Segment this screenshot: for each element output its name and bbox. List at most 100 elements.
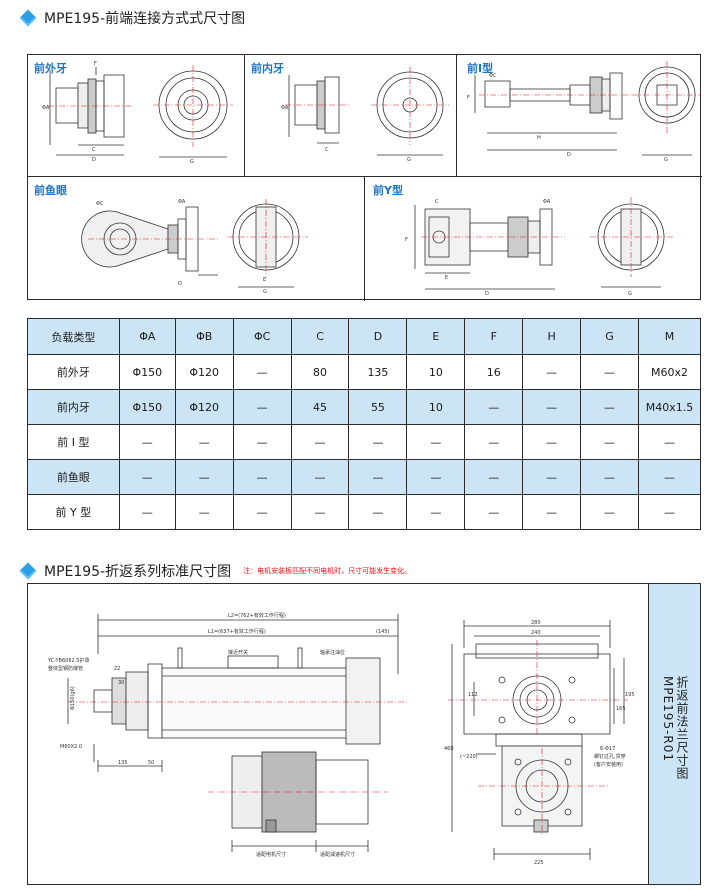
table-header-cell: M: [637, 318, 702, 355]
table-cell: 10: [406, 354, 466, 390]
diamond-icon: [19, 9, 37, 27]
table-header-cell: 负载类型: [27, 318, 120, 355]
dim-m60: M60X2.0: [60, 744, 82, 750]
table-cell: Φ150: [118, 389, 176, 425]
dim-f: F: [467, 95, 470, 101]
table-cell: —: [580, 459, 639, 495]
dim-c: C: [325, 147, 329, 153]
table-cell: —: [637, 494, 702, 530]
table-header-cell: ΦC: [232, 318, 292, 355]
table-cell: 前外牙: [27, 354, 120, 390]
proximity-switch-label: 接近开关: [228, 649, 248, 656]
dim-f: F: [94, 61, 97, 67]
table-cell: —: [522, 389, 582, 425]
table-cell: —: [406, 459, 466, 495]
table-cell: —: [580, 389, 639, 425]
dim-d: D: [92, 157, 96, 163]
panel-label: 前外牙: [34, 62, 67, 75]
spec-table: 负载类型 ΦA ΦB ΦC C D E F H G M 前外牙 Φ150 Φ12…: [27, 318, 702, 530]
dim-e: E: [263, 277, 266, 283]
diamond-icon: [19, 562, 37, 580]
table-cell: —: [637, 424, 702, 460]
fold-back-drawing: L2=(762+有效工作行程) L1=(637+有效工作行程) (145) 接近…: [27, 583, 701, 885]
table-cell: —: [637, 459, 702, 495]
dim-c: ΦC: [96, 201, 104, 207]
table-cell: —: [118, 424, 176, 460]
dim-d: D: [178, 281, 182, 287]
table-row: 前内牙 Φ150 Φ120 — 45 55 10 — — — M40x1.5: [27, 389, 702, 425]
section-title-text: MPE195-折返系列标准尺寸图: [44, 564, 232, 580]
bearing-oil-label: 轴承注油位: [320, 649, 345, 656]
panel-label: 前内牙: [251, 62, 284, 75]
table-cell: —: [464, 494, 524, 530]
holes-label: 6-Φ17: [600, 746, 615, 752]
table-cell: —: [464, 424, 524, 460]
table-cell: —: [232, 389, 292, 425]
table-cell: Φ120: [174, 389, 234, 425]
table-cell: 55: [348, 389, 408, 425]
fold-back-svg: L2=(762+有效工作行程) L1=(637+有效工作行程) (145) 接近…: [47, 612, 635, 866]
table-cell: —: [464, 389, 524, 425]
table-cell: 前鱼眼: [27, 459, 120, 495]
dim-g: G: [190, 159, 194, 165]
table-cell: —: [348, 459, 408, 495]
dim-a: ΦA: [42, 105, 50, 111]
table-cell: 80: [290, 354, 350, 390]
side-panel-text: 折返前法兰尺寸图 MPE195-R01: [661, 676, 689, 780]
dim-e: E: [445, 275, 448, 281]
dim-g: G: [263, 289, 267, 295]
panel-front-internal-thread: 前内牙 ΦA C G: [245, 55, 457, 177]
dim-h: H: [537, 135, 541, 141]
table-cell: —: [232, 459, 292, 495]
table-cell: 前内牙: [27, 389, 120, 425]
dim-a: ΦA: [281, 105, 289, 111]
dim-c: ΦC: [489, 73, 497, 79]
dim-d: D: [485, 291, 489, 297]
table-cell: —: [348, 424, 408, 460]
dim-a: ΦA: [178, 199, 186, 205]
dim-phi150: Φ150(g6): [70, 686, 76, 710]
dim-280: 280: [531, 620, 541, 626]
table-header-row: 负载类型 ΦA ΦB ΦC C D E F H G M: [27, 318, 702, 355]
table-cell: Φ120: [174, 354, 234, 390]
table-cell: M60x2: [637, 354, 702, 390]
table-cell: —: [118, 494, 176, 530]
table-row: 前鱼眼 — — — — — — — — — —: [27, 459, 702, 495]
fisheye-drawing: ΦC ΦA D G E: [81, 199, 308, 295]
panel-front-y-type: 前Y型: [365, 177, 702, 301]
dim-a: ΦA: [543, 199, 551, 205]
table-cell: —: [290, 459, 350, 495]
dim-c: C: [435, 199, 439, 205]
dim-d: D: [567, 152, 571, 158]
table-row: 前 Y 型 — — — — — — — — — —: [27, 494, 702, 530]
dim-30: 30: [118, 680, 124, 686]
table-cell: —: [174, 424, 234, 460]
table-cell: —: [290, 494, 350, 530]
table-cell: —: [174, 459, 234, 495]
table-cell: —: [290, 424, 350, 460]
table-cell: —: [522, 354, 582, 390]
dim-165: 165: [616, 706, 626, 712]
table-cell: —: [232, 494, 292, 530]
table-cell: 16: [464, 354, 524, 390]
dim-l2: L2=(762+有效工作行程): [228, 612, 286, 619]
cover-label: YC-YB6062.5护罩: [47, 657, 89, 664]
table-cell: 135: [348, 354, 408, 390]
dim-195: 195: [625, 692, 635, 698]
dim-460: 460: [444, 746, 454, 752]
table-cell: —: [348, 494, 408, 530]
holes-label-2: 螺钉过孔,贯穿: [594, 753, 626, 760]
dim-l1: L1=(637+有效工作行程): [208, 628, 266, 635]
table-header-cell: ΦA: [118, 318, 176, 355]
side-panel: 折返前法兰尺寸图 MPE195-R01: [648, 584, 700, 884]
panel-label: 前鱼眼: [34, 184, 67, 197]
table-cell: —: [522, 459, 582, 495]
holes-label-3: (客户安装用): [594, 761, 623, 768]
dim-50: 50: [148, 760, 154, 766]
y-type-drawing: F C E D G ΦA: [405, 197, 675, 297]
dim-g: G: [407, 157, 411, 163]
section-note: 注：电机安装板匹配不同电机时，尺寸可能发生变化。: [243, 567, 412, 575]
section-title-fold: MPE195-折返系列标准尺寸图 注：电机安装板匹配不同电机时，尺寸可能发生变化…: [19, 561, 412, 581]
table-row: 前外牙 Φ150 Φ120 — 80 135 10 16 — — M60x2: [27, 354, 702, 390]
table-cell: 10: [406, 389, 466, 425]
